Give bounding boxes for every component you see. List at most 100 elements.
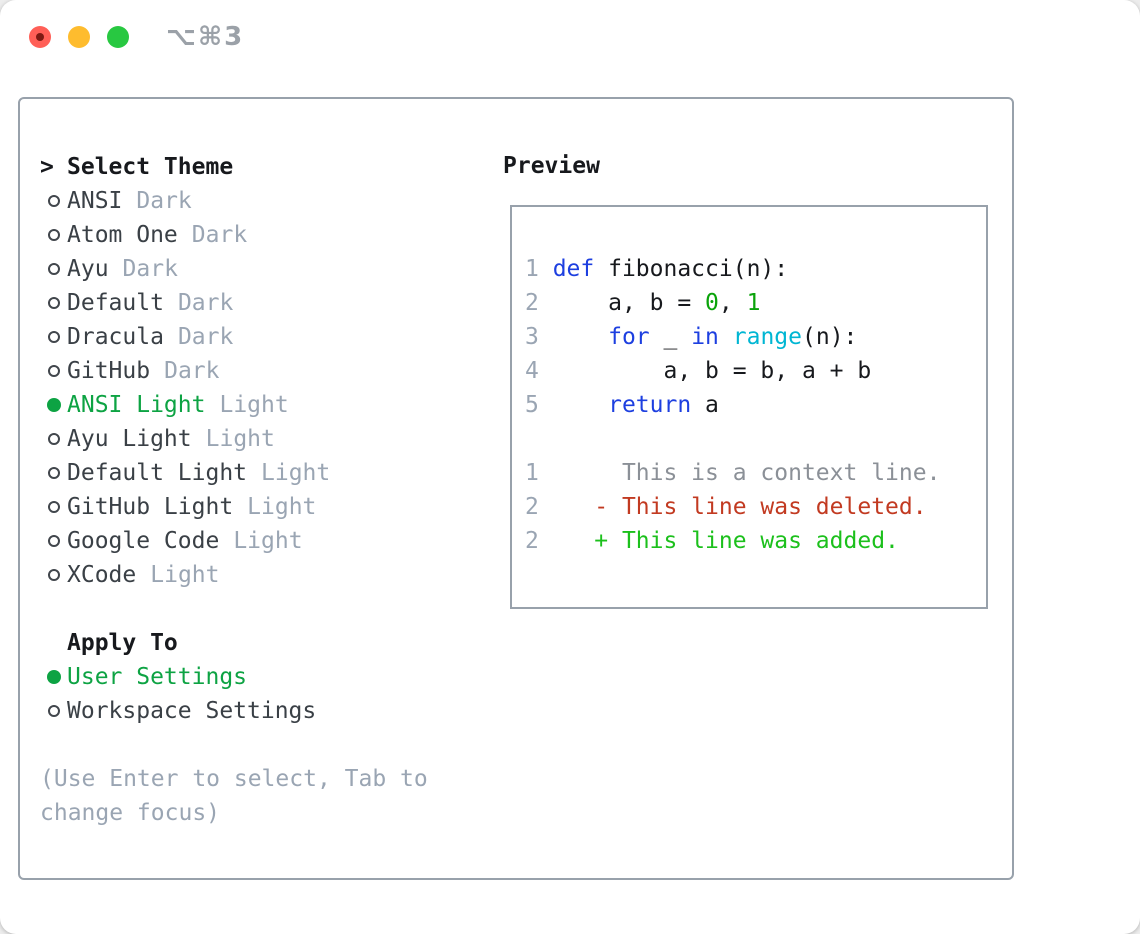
marker-slot — [40, 195, 67, 207]
code-line — [525, 422, 986, 456]
theme-variant: Dark — [177, 290, 234, 316]
code-token: def — [552, 256, 595, 282]
theme-name: Atom One — [67, 222, 178, 248]
code-line: 5 return a — [525, 388, 986, 422]
marker-slot — [40, 263, 67, 275]
code-token — [553, 392, 608, 418]
code-token — [719, 324, 733, 350]
line-number: 2 — [525, 494, 553, 520]
marker-slot — [40, 535, 67, 547]
apply-to-label: User Settings — [67, 664, 248, 690]
theme-name: GitHub — [67, 358, 151, 384]
theme-name: XCode — [67, 562, 137, 588]
radio-icon — [47, 365, 60, 377]
close-dot-icon — [36, 33, 44, 41]
radio-icon — [47, 297, 60, 309]
code-token: (n): — [802, 324, 858, 350]
radio-icon — [47, 331, 60, 343]
minimize-button[interactable] — [68, 26, 90, 48]
theme-name: Default — [67, 290, 164, 316]
preview-title: Preview — [503, 153, 600, 179]
line-number: 5 — [525, 392, 553, 418]
theme-variant: Light — [233, 528, 303, 554]
code-token: return — [608, 392, 692, 418]
radio-icon — [47, 569, 60, 581]
theme-name: Ayu Light — [67, 426, 192, 452]
maximize-button[interactable] — [107, 26, 129, 48]
radio-selected-icon — [46, 670, 61, 684]
radio-icon — [47, 467, 60, 479]
code-line: 2 + This line was added. — [525, 524, 986, 558]
line-number — [525, 426, 553, 452]
code-token: in — [691, 324, 719, 350]
select-theme-title: Select Theme — [67, 154, 234, 180]
theme-variant: Light — [205, 426, 275, 452]
code-token: a, b = — [552, 290, 706, 316]
radio-icon — [47, 501, 60, 513]
radio-icon — [47, 263, 60, 275]
focus-arrow-icon: > — [40, 154, 54, 180]
theme-option[interactable]: GitHub Light Light — [40, 490, 500, 524]
radio-icon — [47, 535, 60, 547]
theme-name: Dracula — [67, 324, 164, 350]
code-line: 1 def fibonacci(n): — [525, 252, 986, 286]
spacer — [40, 592, 500, 626]
radio-icon — [47, 195, 60, 207]
theme-variant: Dark — [122, 256, 178, 282]
theme-variant: Dark — [136, 188, 192, 214]
marker-slot — [40, 398, 67, 412]
code-token: , — [718, 290, 747, 316]
apply-to-option[interactable]: Workspace Settings — [40, 694, 500, 728]
radio-icon — [47, 433, 60, 445]
code-token: - This line was deleted. — [552, 494, 927, 520]
radio-icon — [47, 229, 60, 241]
marker-slot — [40, 467, 67, 479]
code-token: + This line was added. — [552, 528, 899, 554]
radio-icon — [47, 705, 60, 717]
line-number: 1 — [525, 460, 553, 486]
theme-name: Default Light — [67, 460, 248, 486]
apply-to-header: Apply To — [40, 626, 500, 660]
theme-variant: Light — [247, 494, 317, 520]
marker-slot — [40, 670, 67, 684]
apply-to-option[interactable]: User Settings — [40, 660, 500, 694]
code-token: _ — [649, 324, 692, 350]
theme-option[interactable]: Default Dark — [40, 286, 500, 320]
code-token: a, b = b, a + b — [552, 358, 872, 384]
theme-option[interactable]: Ayu Dark — [40, 252, 500, 286]
apply-to-title: Apply To — [67, 630, 178, 656]
close-button[interactable] — [29, 26, 51, 48]
marker-slot — [40, 331, 67, 343]
marker-slot — [40, 569, 67, 581]
marker-slot — [40, 501, 67, 513]
code-line: 2 a, b = 0, 1 — [525, 286, 986, 320]
select-theme-header: > Select Theme — [40, 150, 500, 184]
marker-slot — [40, 433, 67, 445]
line-number: 2 — [525, 290, 553, 316]
code-line: 2 - This line was deleted. — [525, 490, 986, 524]
theme-name: GitHub Light — [67, 494, 234, 520]
code-token: for — [608, 324, 650, 350]
theme-option[interactable]: Ayu Light Light — [40, 422, 500, 456]
code-token: fibonacci(n): — [594, 256, 789, 282]
theme-option[interactable]: GitHub Dark — [40, 354, 500, 388]
line-number: 2 — [525, 528, 553, 554]
window-shortcut-label: ⌥⌘3 — [166, 22, 245, 52]
line-number: 4 — [525, 358, 553, 384]
marker-slot — [40, 297, 67, 309]
theme-variant: Dark — [164, 358, 220, 384]
theme-name: Ayu — [67, 256, 109, 282]
